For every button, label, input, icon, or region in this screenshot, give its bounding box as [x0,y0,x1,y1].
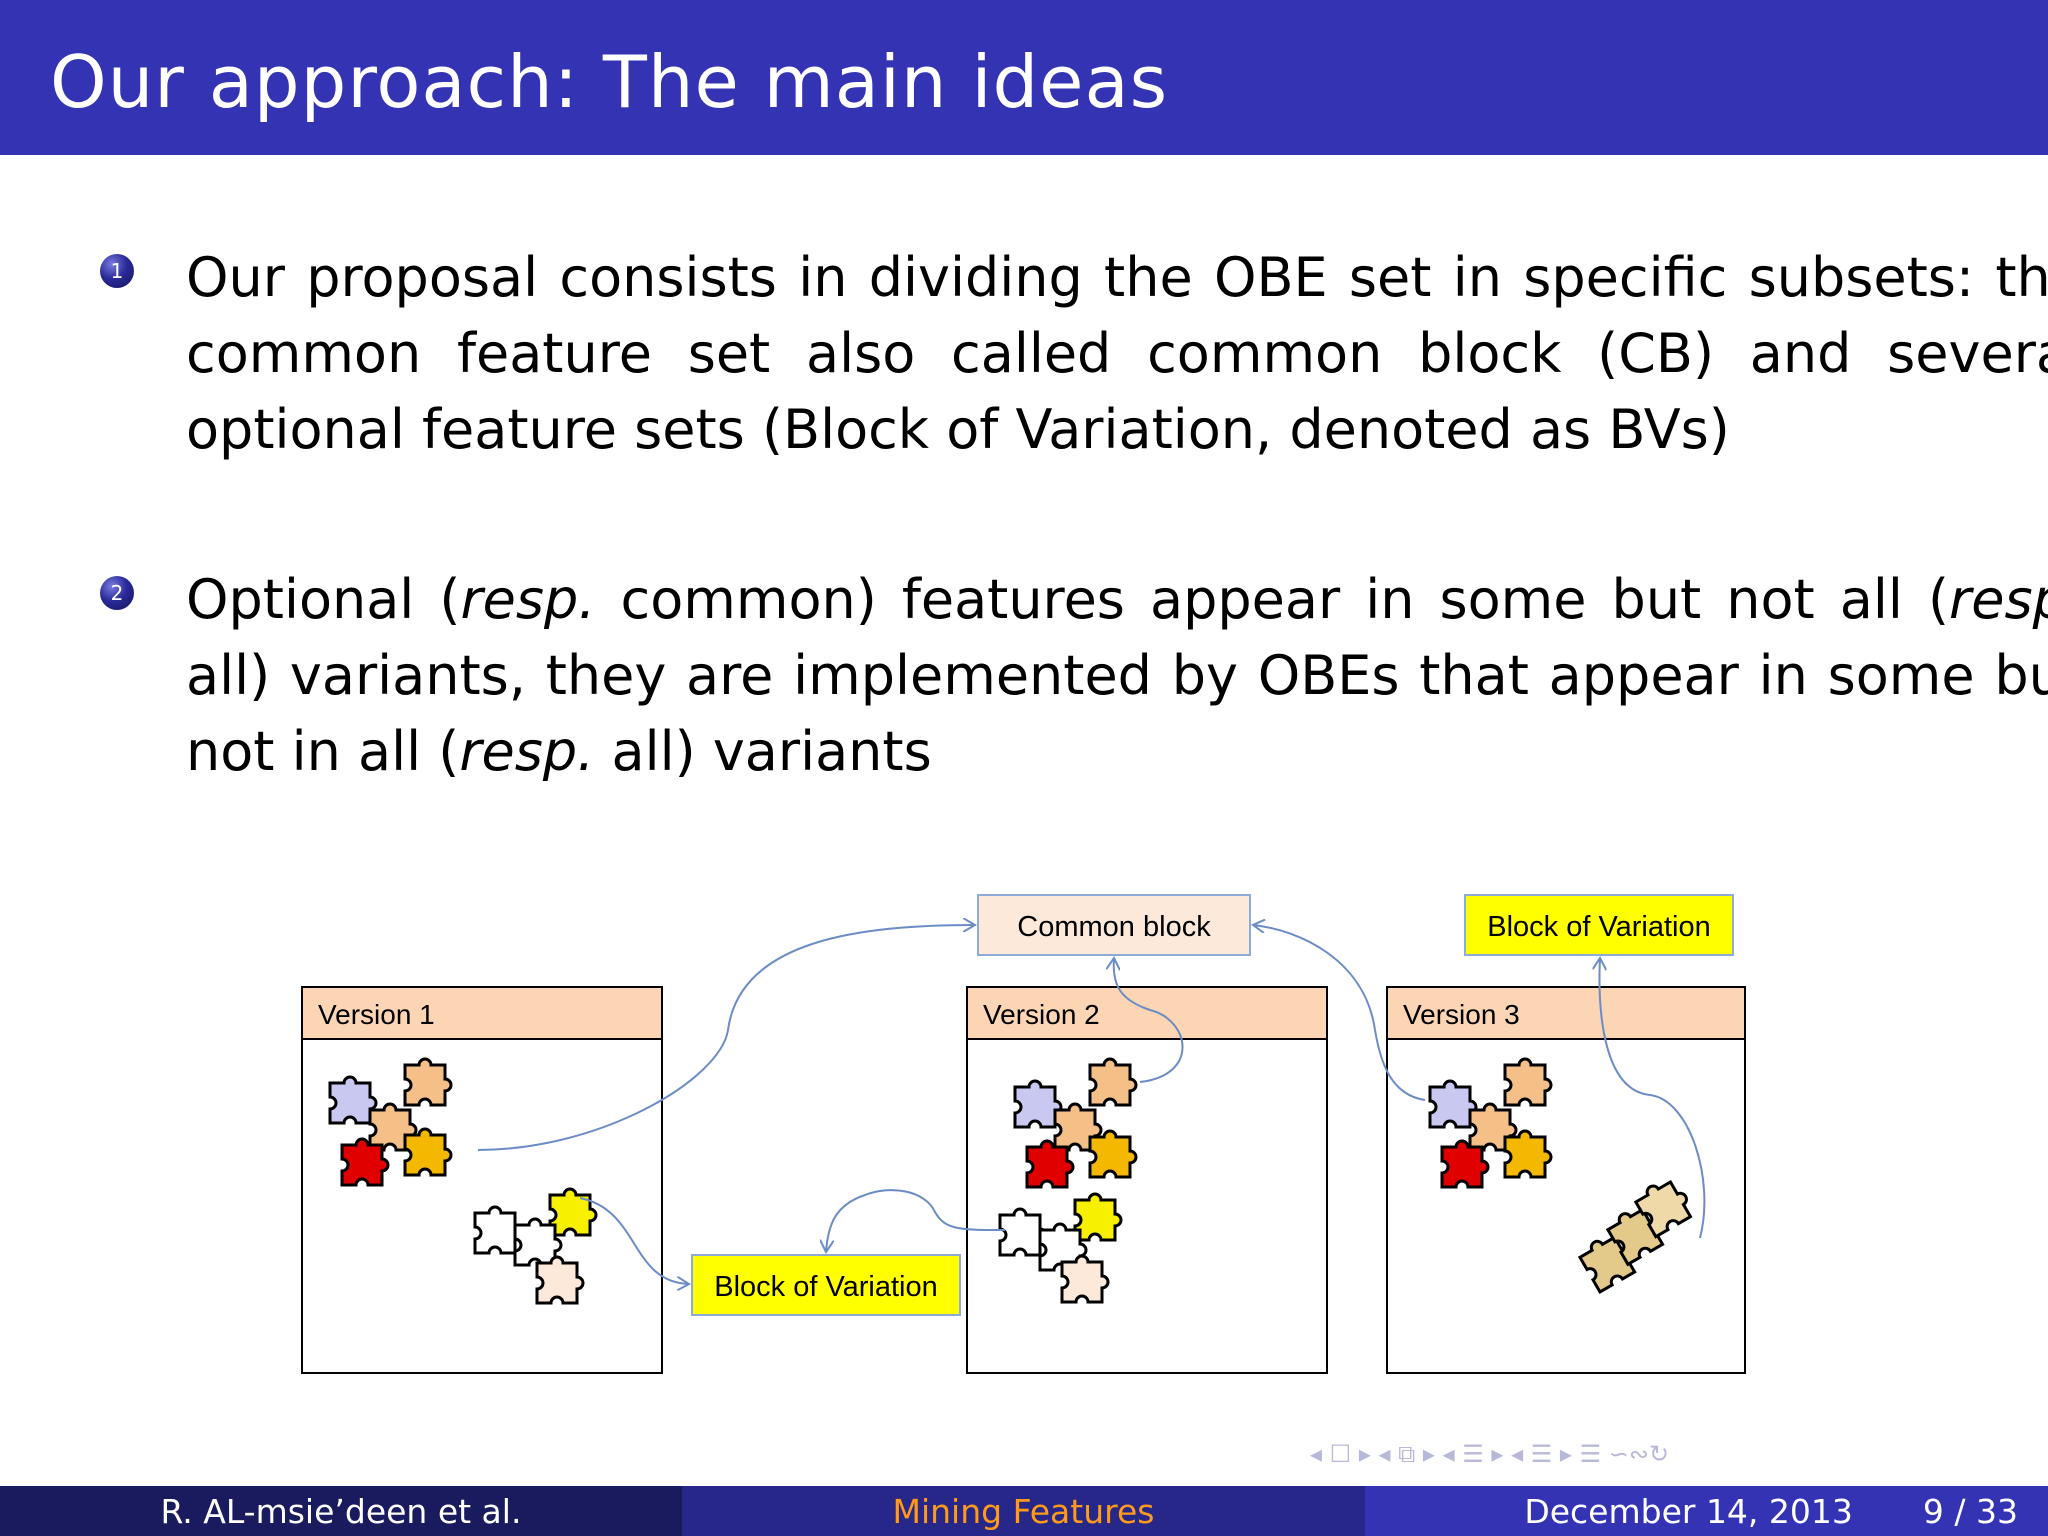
resp-italic: resp. [1949,568,2048,631]
bullet-number-1: 1 [100,254,134,288]
resp-italic: resp. [459,720,595,783]
footer-topic: Mining Features [682,1486,1365,1536]
footer-page-number: 9 / 33 [1922,1491,2018,1531]
slide-header: Our approach: The main ideas [0,0,2048,155]
bullet-number-2: 2 [100,576,134,610]
version-1-panel: Version 1 [301,986,663,1374]
version-1-label: Version 1 [318,999,435,1030]
block-of-variation-label: Block of Variation [1487,911,1711,943]
version-2-panel: Version 2 [966,986,1328,1374]
block-of-variation-label: Block of Variation [714,1271,938,1303]
footer-author: R. AL-msie’deen et al. [0,1486,682,1536]
list-item-1-content: Our proposal consists in dividing the OB… [186,246,2048,461]
version-2-label: Version 2 [983,999,1100,1030]
version-3-panel: Version 3 [1386,986,1746,1374]
slide-title: Our approach: The main ideas [50,40,1169,124]
text-run: all) variants, they are implemented by O… [186,644,2048,783]
common-block-label: Common block [1017,911,1211,943]
text-run: all) variants [594,720,932,783]
list-item-2-text: Optional (resp. common) features appear … [186,562,2048,790]
slide-footer: R. AL-msie’deen et al. Mining Features D… [0,1486,2048,1536]
version-3-label: Version 3 [1403,999,1520,1030]
navigation-symbols[interactable]: ◂ ☐ ▸ ◂ ⧉ ▸ ◂ ☰ ▸ ◂ ☰ ▸ ☰ ∽∾↻ [1310,1440,1670,1468]
footer-date: December 14, 2013 [1524,1491,1853,1531]
resp-italic: resp. [460,568,596,631]
footer-date-page: December 14, 2013 9 / 33 [1365,1486,2048,1536]
block-of-variation-box: Block of Variation [1464,894,1734,956]
block-of-variation-box: Block of Variation [691,1254,961,1316]
text-run: Optional ( [186,568,461,631]
diagram-arrows [477,925,1706,1284]
list-item-1-text: Our proposal consists in dividing the OB… [186,240,2048,468]
common-block-box: Common block [977,894,1251,956]
beamer-navigation-bar[interactable]: ◂ ☐ ▸ ◂ ⧉ ▸ ◂ ☰ ▸ ◂ ☰ ▸ ☰ ∽∾↻ [1310,1440,2030,1476]
text-run: common) features appear in some but not … [595,568,1950,631]
